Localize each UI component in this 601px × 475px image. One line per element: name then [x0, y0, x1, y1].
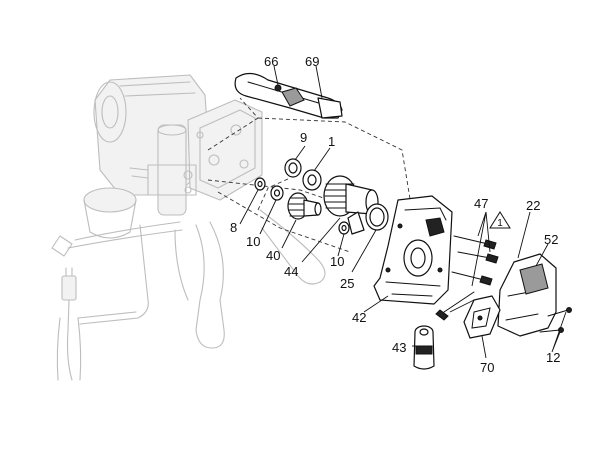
warning-number: 1: [497, 218, 503, 229]
callout-52: 52: [544, 232, 558, 247]
callout-8: 8: [230, 220, 237, 235]
warning-triangle-icon: 1: [489, 211, 511, 229]
part-22-cover: [497, 253, 557, 337]
callout-69: 69: [305, 54, 319, 69]
part-40-small-gear: [287, 192, 322, 220]
part-10-washer-left: [270, 185, 284, 201]
callout-10-right: 10: [330, 254, 344, 269]
callout-47: 47: [474, 196, 488, 211]
callout-labels: 66 69 9 1 8 10 40 44 10 25 47 22 52 42 4…: [230, 54, 560, 375]
callout-44: 44: [284, 264, 298, 279]
callout-10-left: 10: [246, 234, 260, 249]
callout-leader-lines: [239, 65, 567, 359]
part-47-screws: [435, 235, 499, 321]
ghost-sprayer-assembly: [51, 74, 326, 381]
part-42-gear-housing: [373, 195, 453, 305]
part-10-washer-right: [338, 221, 350, 235]
part-1-ring: [302, 169, 322, 191]
callout-12: 12: [546, 350, 560, 365]
part-9-washer: [284, 158, 302, 178]
part-8-washer: [254, 177, 266, 191]
part-69-top-cover: [234, 72, 343, 119]
part-44-large-gear: [323, 175, 379, 235]
callout-43: 43: [392, 340, 406, 355]
callout-66: 66: [264, 54, 278, 69]
callout-42: 42: [352, 310, 366, 325]
part-43-coupling: [413, 325, 435, 370]
callout-1: 1: [328, 134, 335, 149]
part-25-o-ring: [365, 203, 389, 231]
callout-70: 70: [480, 360, 494, 375]
part-66-screw: [274, 84, 282, 92]
callout-9: 9: [300, 130, 307, 145]
part-52-label: [519, 263, 549, 295]
callout-40: 40: [266, 248, 280, 263]
assembly-alignment-lines: [207, 97, 421, 286]
callout-22: 22: [526, 198, 540, 213]
callout-25: 25: [340, 276, 354, 291]
part-70-bracket: [463, 295, 501, 339]
